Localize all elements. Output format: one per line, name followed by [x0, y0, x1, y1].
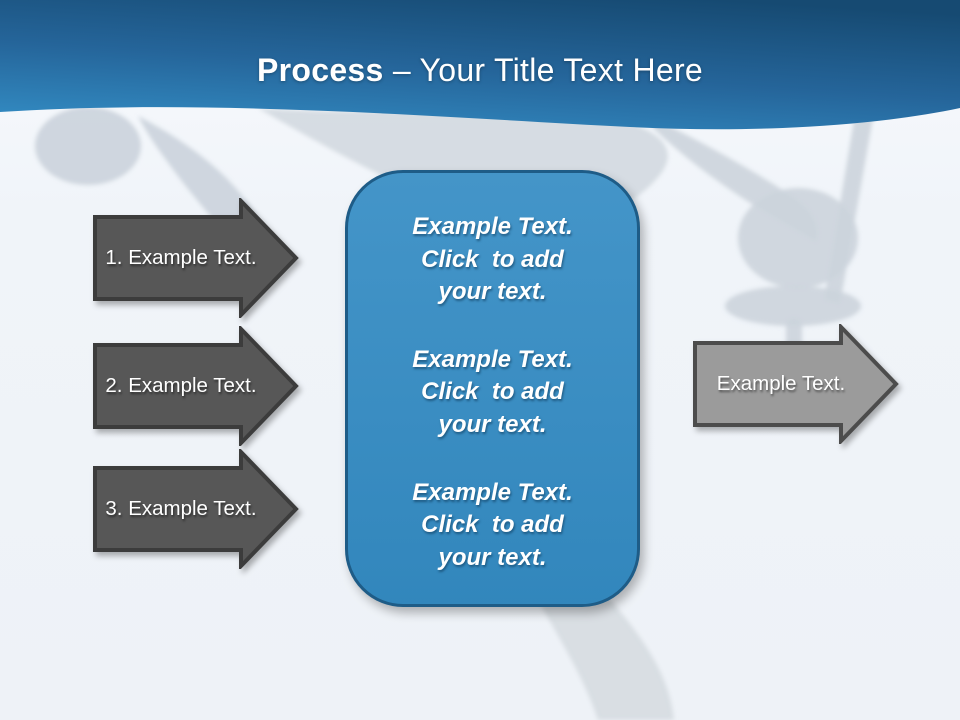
process-step-arrow-1[interactable]: 1. Example Text.: [93, 198, 299, 318]
right-arrow-shape-icon: [93, 198, 299, 318]
process-step-1-label: 1. Example Text.: [105, 246, 257, 269]
process-step-arrow-3[interactable]: 3. Example Text.: [93, 449, 299, 569]
silhouette-dumbbell: [725, 286, 861, 326]
silhouette-hands: [738, 188, 858, 288]
process-step-3-label: 3. Example Text.: [105, 497, 257, 520]
placeholder-paragraph-2[interactable]: Example Text. Click to add your text.: [412, 345, 573, 438]
slide-title-subtitle: – Your Title Text Here: [383, 52, 704, 88]
placeholder-paragraph-1[interactable]: Example Text. Click to add your text.: [412, 213, 573, 305]
process-step-arrow-2[interactable]: 2. Example Text.: [93, 326, 299, 446]
result-arrow-label: Example Text.: [716, 372, 846, 395]
content-placeholder-box[interactable]: Example Text. Click to add your text. Ex…: [345, 170, 640, 607]
silhouette-head: [35, 107, 141, 185]
header-band: [0, 0, 960, 130]
result-arrow[interactable]: Example Text.: [693, 324, 899, 444]
silhouette-leg: [505, 412, 674, 720]
right-arrow-shape-icon: [693, 324, 899, 444]
right-arrow-shape-icon: [93, 326, 299, 446]
slide-title[interactable]: Process – Your Title Text Here: [0, 52, 960, 89]
right-arrow-shape-icon: [93, 449, 299, 569]
process-step-2-label: 2. Example Text.: [105, 374, 257, 397]
placeholder-paragraph-3[interactable]: Example Text. Click to add your text.: [412, 478, 573, 571]
slide-title-keyword: Process: [256, 52, 384, 88]
